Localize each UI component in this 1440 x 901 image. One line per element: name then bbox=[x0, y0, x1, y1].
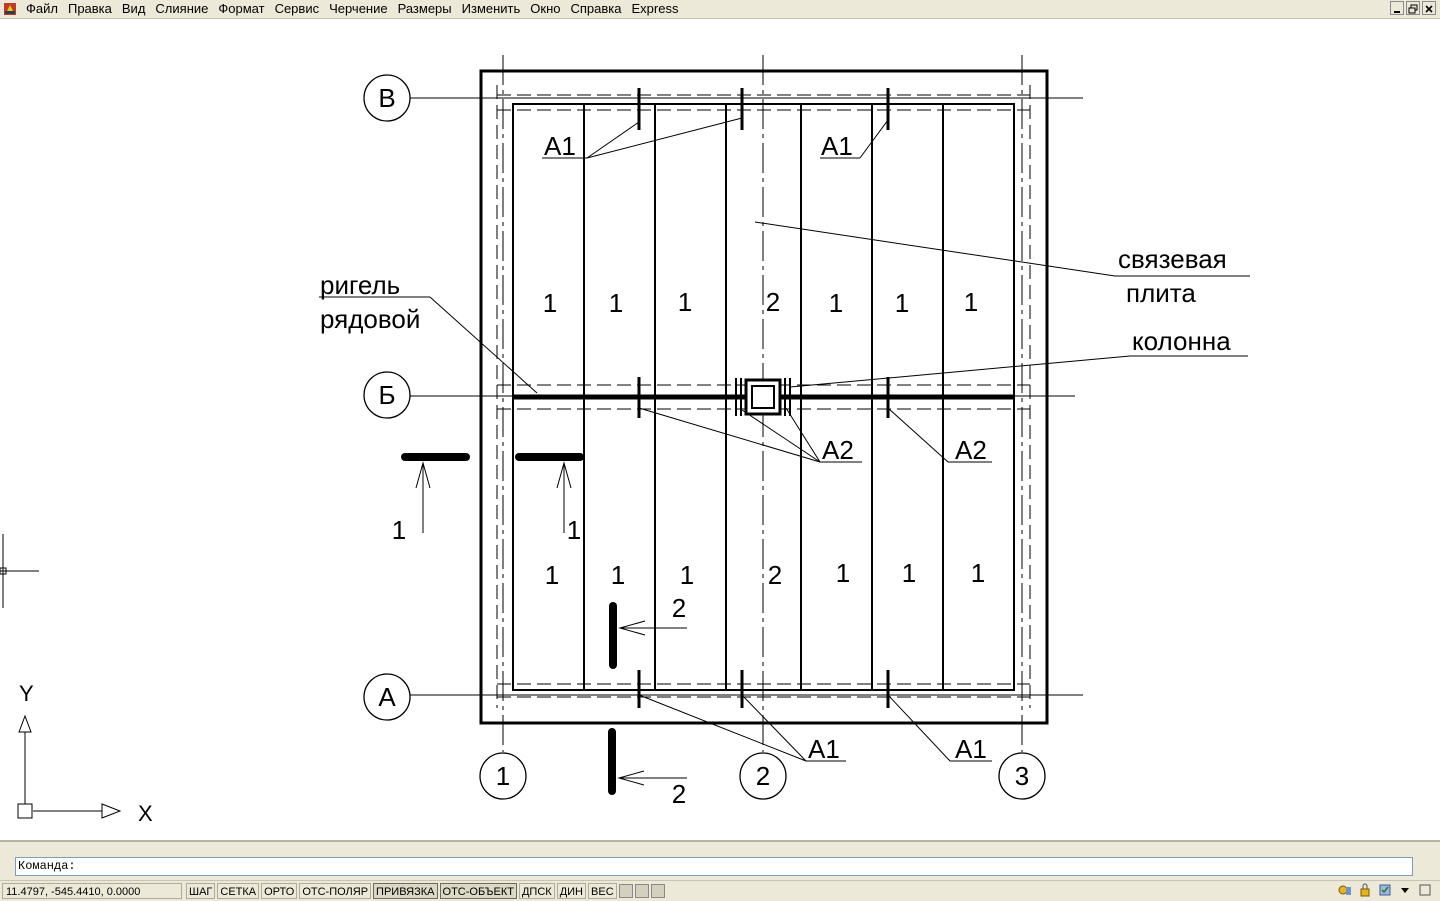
command-prompt: Команда: bbox=[18, 859, 76, 873]
axis-label-2: 2 bbox=[756, 761, 770, 791]
section-1-label: 1 bbox=[392, 515, 406, 545]
menu-item[interactable]: Изменить bbox=[461, 1, 521, 16]
lock-icon[interactable] bbox=[1358, 883, 1372, 897]
column-ties bbox=[735, 378, 791, 416]
label-tie-plate-2: плита bbox=[1126, 278, 1196, 308]
window-toggle-icon[interactable] bbox=[1418, 883, 1432, 897]
autocad-app-icon[interactable] bbox=[3, 2, 17, 16]
scroll-arrows-icon[interactable] bbox=[650, 884, 665, 898]
panel-mark-lower: 1 bbox=[902, 558, 916, 588]
chevron-down-icon[interactable] bbox=[1398, 883, 1412, 897]
panel-mark-lower: 1 bbox=[545, 560, 559, 590]
section-cut-2 bbox=[608, 602, 687, 795]
crosshair-cursor-icon bbox=[0, 534, 39, 608]
label-girder-1: ригель bbox=[320, 270, 400, 300]
layout-icon[interactable] bbox=[634, 884, 649, 898]
status-toggle-button[interactable]: ДПСК bbox=[518, 883, 555, 899]
section-1-label-b: 1 bbox=[567, 515, 581, 545]
status-toggle-button[interactable]: ОРТО bbox=[261, 883, 298, 899]
drawing-canvas[interactable]: В Б А 1 2 3 1 1 1 2 1 1 1 1 1 1 2 1 1 1 … bbox=[0, 19, 1440, 840]
panel-mark-upper: 1 bbox=[895, 288, 909, 318]
panel-mark-lower: 2 bbox=[768, 560, 782, 590]
menu-item[interactable]: Справка bbox=[570, 1, 622, 16]
callout-a1-bottom-right: А1 bbox=[955, 734, 987, 764]
label-tie-plate-1: связевая bbox=[1118, 244, 1227, 274]
section-2-label-b: 2 bbox=[672, 779, 686, 809]
panel-mark-upper: 1 bbox=[678, 287, 692, 317]
callout-a1-bottom-center: А1 bbox=[808, 734, 840, 764]
menu-item[interactable]: Express bbox=[631, 1, 679, 16]
panel-mark-lower: 1 bbox=[836, 558, 850, 588]
minimize-icon[interactable] bbox=[1390, 1, 1404, 15]
restore-icon[interactable] bbox=[1406, 1, 1420, 15]
menu-item[interactable]: Окно bbox=[530, 1, 561, 16]
label-girder-2: рядовой bbox=[320, 304, 420, 334]
menu-item[interactable]: Файл bbox=[26, 1, 58, 16]
menu-item[interactable]: Правка bbox=[67, 1, 112, 16]
axis-bubbles bbox=[363, 74, 1046, 800]
status-toggle-button[interactable]: СЕТКА bbox=[217, 883, 260, 899]
axis-label-3: 3 bbox=[1015, 761, 1029, 791]
axis-label-b: Б bbox=[378, 380, 395, 410]
status-toggle-button[interactable]: ОТС-ПОЛЯР bbox=[299, 883, 372, 899]
anchor-ties bbox=[637, 88, 890, 708]
label-column: колонна bbox=[1132, 326, 1231, 356]
status-toggle-button[interactable]: ПРИВЯЗКА bbox=[373, 883, 438, 899]
menu-bar: Файл Правка Вид Слияние Формат Сервис Черчение… bbox=[0, 0, 1440, 19]
panel-mark-lower: 1 bbox=[611, 560, 625, 590]
panel-mark-lower: 1 bbox=[680, 560, 694, 590]
panel-mark-lower: 1 bbox=[971, 558, 985, 588]
menu-item[interactable]: Формат bbox=[218, 1, 265, 16]
menu-item[interactable]: Слияние bbox=[155, 1, 209, 16]
communication-center-icon[interactable] bbox=[1338, 883, 1352, 897]
ucs-x-label: X bbox=[138, 801, 153, 826]
settings-icon[interactable] bbox=[1378, 883, 1392, 897]
window-controls bbox=[1390, 1, 1436, 15]
building-outline bbox=[479, 69, 1049, 725]
panel-mark-upper: 1 bbox=[964, 287, 978, 317]
tray-icons bbox=[1338, 883, 1432, 897]
status-toggle-button[interactable]: ДИН bbox=[556, 883, 587, 899]
leader-lines bbox=[319, 117, 1250, 762]
panel-mark-upper: 1 bbox=[543, 288, 557, 318]
panel-mark-upper: 2 bbox=[766, 287, 780, 317]
close-icon[interactable] bbox=[1422, 1, 1436, 15]
command-area: Команда: bbox=[0, 840, 1440, 882]
panel-mark-upper: 1 bbox=[829, 288, 843, 318]
status-toggle-button[interactable]: ШАГ bbox=[186, 883, 216, 899]
axis-label-v: В bbox=[378, 83, 395, 113]
axis-label-a: А bbox=[378, 682, 396, 712]
callout-a1-left: А1 bbox=[544, 131, 576, 161]
section-2-label: 2 bbox=[672, 593, 686, 623]
section-cut-1 bbox=[401, 453, 584, 533]
grid-axis-lines bbox=[502, 55, 1023, 752]
menu-item[interactable]: Размеры bbox=[397, 1, 452, 16]
menu-item[interactable]: Черчение bbox=[329, 1, 388, 16]
callout-a2-right: А2 bbox=[955, 435, 987, 465]
status-toggle-button[interactable]: ВЕС bbox=[588, 883, 617, 899]
panel-marks: 1 1 1 2 1 1 1 1 1 1 2 1 1 1 bbox=[543, 287, 985, 590]
status-toggle-button[interactable]: ОТС-ОБЪЕКТ bbox=[439, 883, 517, 899]
ucs-icon bbox=[17, 714, 122, 819]
menu-item[interactable]: Сервис bbox=[274, 1, 320, 16]
floor-plan-drawing[interactable]: В Б А 1 2 3 1 1 1 2 1 1 1 1 1 1 2 1 1 1 … bbox=[0, 19, 1440, 840]
panel-mark-upper: 1 bbox=[609, 288, 623, 318]
menu-item[interactable]: Вид bbox=[121, 1, 146, 16]
axis-label-1: 1 bbox=[496, 761, 510, 791]
column-inner bbox=[751, 385, 775, 409]
menu-items: Файл Правка Вид Слияние Формат Сервис Черчение… bbox=[26, 0, 688, 18]
callout-a1-right: А1 bbox=[821, 131, 853, 161]
coordinate-readout[interactable]: 11.4797, -545.4410, 0.0000 bbox=[2, 883, 182, 899]
command-line-input[interactable]: Команда: bbox=[15, 857, 1413, 876]
ucs-y-label: Y bbox=[19, 681, 34, 706]
model-space-icon[interactable] bbox=[618, 884, 633, 898]
callout-a2-center: А2 bbox=[822, 435, 854, 465]
